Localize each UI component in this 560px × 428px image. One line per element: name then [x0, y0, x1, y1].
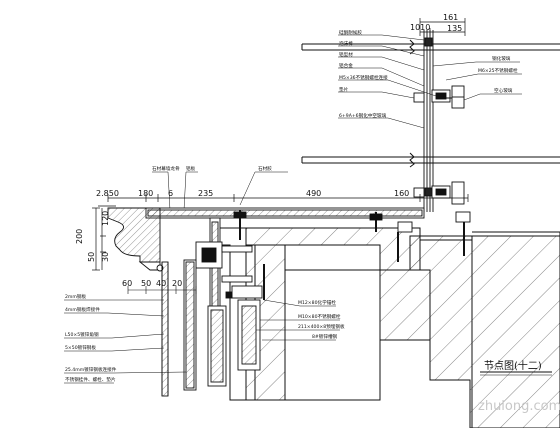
- dim-235: 235: [198, 189, 213, 198]
- small-dimensions: [127, 286, 197, 294]
- dim-2850: 2.850: [96, 189, 119, 198]
- dim-40: 40: [156, 279, 166, 288]
- label-hollow-glass: 空心玻璃: [494, 87, 513, 94]
- leaders-lower-left: [64, 299, 187, 384]
- label-25mm-connector: 25.4mm镀锌钢板连接件: [65, 366, 117, 373]
- label-sealant: 硅酮耐候胶: [339, 29, 362, 36]
- glass-mullion: [413, 30, 465, 212]
- label-5x50-plate: 5×50镀锌钢板: [65, 344, 96, 351]
- label-2mm-plate: 2mm钢板: [65, 293, 86, 300]
- label-channel: 8#镀锌槽钢: [312, 333, 338, 340]
- dim-490: 490: [306, 189, 321, 198]
- floor-lines: [301, 39, 560, 168]
- dim-6: 6: [168, 189, 173, 198]
- drawing-title: 节点图(十二): [484, 359, 542, 372]
- dim-120: 120: [101, 211, 110, 226]
- label-m10-bolt: M10×80不锈钢螺栓: [298, 313, 341, 320]
- dim-135: 135: [447, 24, 462, 33]
- label-embed-plate: 211×400×8预埋钢板: [298, 323, 345, 330]
- leaders-upper-right: [432, 61, 522, 101]
- dim-20: 20: [172, 279, 182, 288]
- label-aluminum-profile: 铝型材: [339, 51, 353, 58]
- dim-1010: 1010: [410, 23, 430, 32]
- label-m12-anchor: M12×80化学锚栓: [298, 299, 336, 306]
- leaders-upper-left: [338, 34, 437, 129]
- leaders-mid: [152, 171, 288, 211]
- dim-180: 180: [138, 189, 153, 198]
- label-aluminum-alloy: 铝合金: [339, 62, 353, 69]
- dim-30: 30: [101, 252, 110, 262]
- label-glass-unit: 6+9A+6钢化中空玻璃: [339, 112, 387, 119]
- label-stainless-hardware: 不锈钢挂件、螺栓、垫片: [65, 376, 116, 383]
- left-dimensions: [92, 207, 106, 271]
- label-foam-rod: 泡沫棒: [339, 40, 353, 47]
- label-shim: 垫片: [339, 86, 349, 93]
- mid-dimensions: [98, 194, 469, 207]
- label-4mm-plate: 4mm钢板焊接件: [65, 306, 100, 313]
- leaders-lower-mid: [256, 299, 340, 341]
- top-dimensions: [419, 18, 466, 36]
- label-stone-keel: 石材幕墙龙骨: [152, 165, 180, 172]
- concrete-structure: [213, 227, 560, 428]
- dim-50-small: 50: [141, 279, 151, 288]
- dim-60: 60: [122, 279, 132, 288]
- dim-200: 200: [75, 229, 84, 244]
- label-aluminum-plate: 铝板: [186, 165, 196, 172]
- left-wall: [161, 261, 169, 397]
- label-stone-glue: 石材胶: [258, 165, 272, 172]
- stone-cornice: [107, 207, 425, 272]
- dim-161: 161: [443, 13, 458, 22]
- dim-160: 160: [394, 189, 409, 198]
- label-m6-bolt: M6×25不锈钢螺栓: [478, 67, 518, 74]
- title-block: [480, 371, 552, 376]
- dim-50: 50: [87, 252, 96, 262]
- label-l50-angle: L50×5镀锌角钢: [65, 331, 99, 338]
- label-m5-bolt: M5×36不锈钢螺栓连接: [339, 74, 388, 81]
- label-tempered-glass: 钢化玻璃: [492, 55, 511, 62]
- steel-members: [183, 210, 471, 391]
- watermark: zhulong.com: [478, 399, 560, 414]
